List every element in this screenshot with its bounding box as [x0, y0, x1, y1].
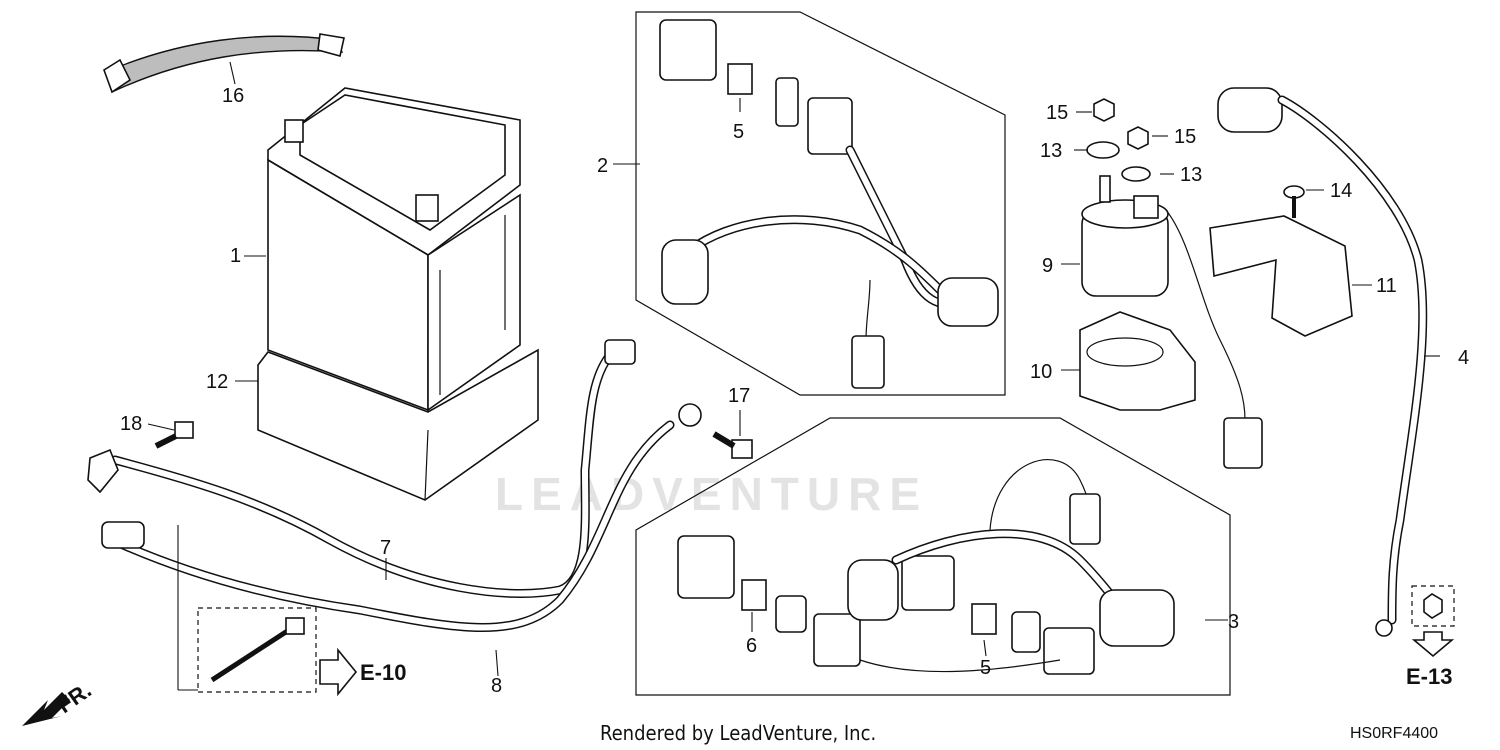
callout-1: 1 — [230, 245, 241, 267]
callout-6: 6 — [746, 635, 757, 657]
callout-11: 11 — [1376, 275, 1397, 297]
callout-10: 10 — [1030, 361, 1052, 383]
screw-14[interactable] — [1283, 185, 1305, 218]
ref-e-13: E-13 — [1406, 664, 1452, 689]
callout-4: 4 — [1458, 347, 1469, 369]
washer-13-left[interactable] — [1086, 141, 1120, 159]
bolt-18[interactable] — [154, 421, 194, 449]
callout-5-upper: 5 — [733, 121, 744, 143]
footer-credit: Rendered by LeadVenture, Inc. — [600, 721, 876, 745]
ref-e-10: E-10 — [360, 660, 406, 685]
callout-5-lower: 5 — [980, 657, 991, 679]
e-13-ref[interactable]: E-13 — [1406, 585, 1455, 689]
sub-harness-lower[interactable] — [677, 459, 1175, 675]
battery[interactable] — [267, 87, 521, 412]
callout-9: 9 — [1042, 255, 1053, 277]
callout-15-left: 15 — [1046, 102, 1068, 124]
callout-7: 7 — [380, 537, 391, 559]
starter-cable[interactable] — [1217, 87, 1428, 637]
callout-2: 2 — [597, 155, 608, 177]
callout-16: 16 — [222, 85, 244, 107]
callout-8: 8 — [491, 675, 502, 697]
e-10-arrow[interactable]: E-10 — [319, 647, 406, 697]
group-box-sub-harness-3 — [635, 417, 1231, 696]
starter-relay[interactable] — [1081, 175, 1263, 469]
front-label: FR. — [53, 677, 96, 718]
relay-bracket[interactable] — [1209, 215, 1353, 337]
battery-pad[interactable] — [257, 348, 539, 501]
sub-harness-upper[interactable] — [659, 19, 999, 389]
leader-lines — [147, 61, 1440, 677]
callout-3: 3 — [1228, 611, 1239, 633]
callout-15-right: 15 — [1174, 126, 1196, 148]
diagram-code: HS0RF4400 — [1350, 725, 1438, 742]
group-box-sub-harness-2 — [635, 11, 1006, 396]
e-10-bolt-ref — [177, 525, 317, 693]
watermark-text: LEADVENTURE — [495, 468, 928, 520]
callout-18: 18 — [120, 413, 142, 435]
callout-14: 14 — [1330, 180, 1352, 202]
nut-15-left[interactable] — [1093, 98, 1115, 122]
washer-13-right[interactable] — [1121, 166, 1151, 182]
nut-15-right[interactable] — [1127, 126, 1149, 150]
front-direction-arrow: FR. — [22, 677, 96, 726]
relay-rubber-mount[interactable] — [1079, 311, 1196, 411]
cable-7[interactable] — [87, 339, 636, 598]
callout-13-right: 13 — [1180, 164, 1202, 186]
battery-band[interactable] — [103, 33, 345, 94]
callout-12: 12 — [206, 371, 228, 393]
callout-13-left: 13 — [1040, 140, 1062, 162]
bolt-17[interactable] — [712, 431, 753, 459]
callout-17: 17 — [728, 385, 750, 407]
cable-8[interactable] — [101, 403, 702, 632]
